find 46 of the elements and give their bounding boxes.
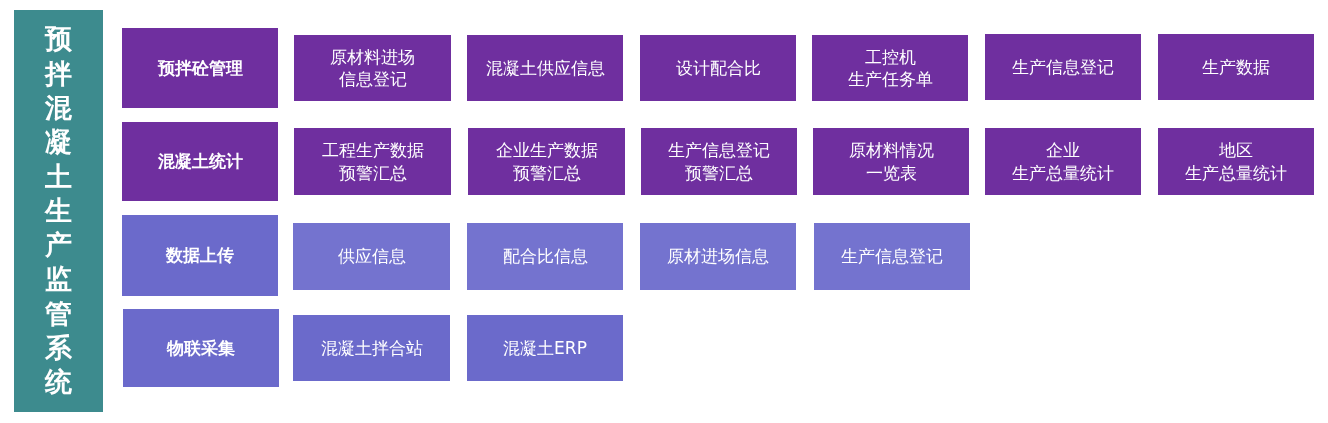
label: 工程生产数据预警汇总	[321, 139, 424, 184]
module-box	[294, 35, 451, 101]
label: 企业生产总量统计	[1012, 139, 1114, 184]
label: 物联采集	[167, 336, 235, 360]
label: 生产信息登记	[1012, 55, 1114, 79]
label: 混凝土ERP	[503, 336, 587, 360]
label: 供应信息	[337, 245, 406, 268]
module-box	[467, 223, 623, 290]
label: 生产数据	[1202, 55, 1270, 79]
module-box	[294, 128, 451, 195]
title-band	[14, 10, 103, 412]
label: 地区生产总量统计	[1185, 139, 1287, 184]
module-box	[468, 128, 625, 195]
label: 混凝土供应信息	[485, 56, 605, 80]
module-box	[985, 128, 1141, 195]
label: 原材料情况一览表	[848, 139, 934, 184]
category-box	[122, 28, 278, 108]
module-box	[641, 128, 797, 195]
label: 混凝土统计	[157, 150, 243, 173]
label: 配合比信息	[502, 245, 588, 268]
label: 生产信息登记预警汇总	[668, 139, 770, 184]
module-box	[640, 35, 796, 101]
label: 工控机生产任务单	[847, 45, 933, 91]
module-box	[293, 315, 450, 381]
module-box	[1158, 128, 1314, 195]
label: 数据上传	[166, 244, 234, 267]
category-box	[122, 122, 278, 201]
label: 混凝土拌合站	[320, 336, 423, 360]
category-box	[122, 215, 278, 296]
label: 设计配合比	[675, 56, 761, 80]
label: 生产信息登记	[841, 245, 943, 268]
module-box	[640, 223, 796, 290]
module-box	[813, 128, 969, 195]
label: 企业生产数据预警汇总	[495, 139, 598, 184]
module-box	[1158, 34, 1314, 100]
label: 预拌砼管理	[157, 56, 243, 80]
category-box	[123, 309, 279, 387]
module-box	[467, 315, 623, 381]
module-box	[985, 34, 1141, 100]
system-title: 预拌混凝土生产监管系统	[45, 22, 72, 400]
label: 原材料进场信息登记	[330, 45, 415, 91]
module-box	[812, 35, 968, 101]
module-box	[814, 223, 970, 290]
label: 原材进场信息	[667, 245, 769, 268]
module-box	[293, 223, 450, 290]
module-box	[467, 35, 623, 101]
